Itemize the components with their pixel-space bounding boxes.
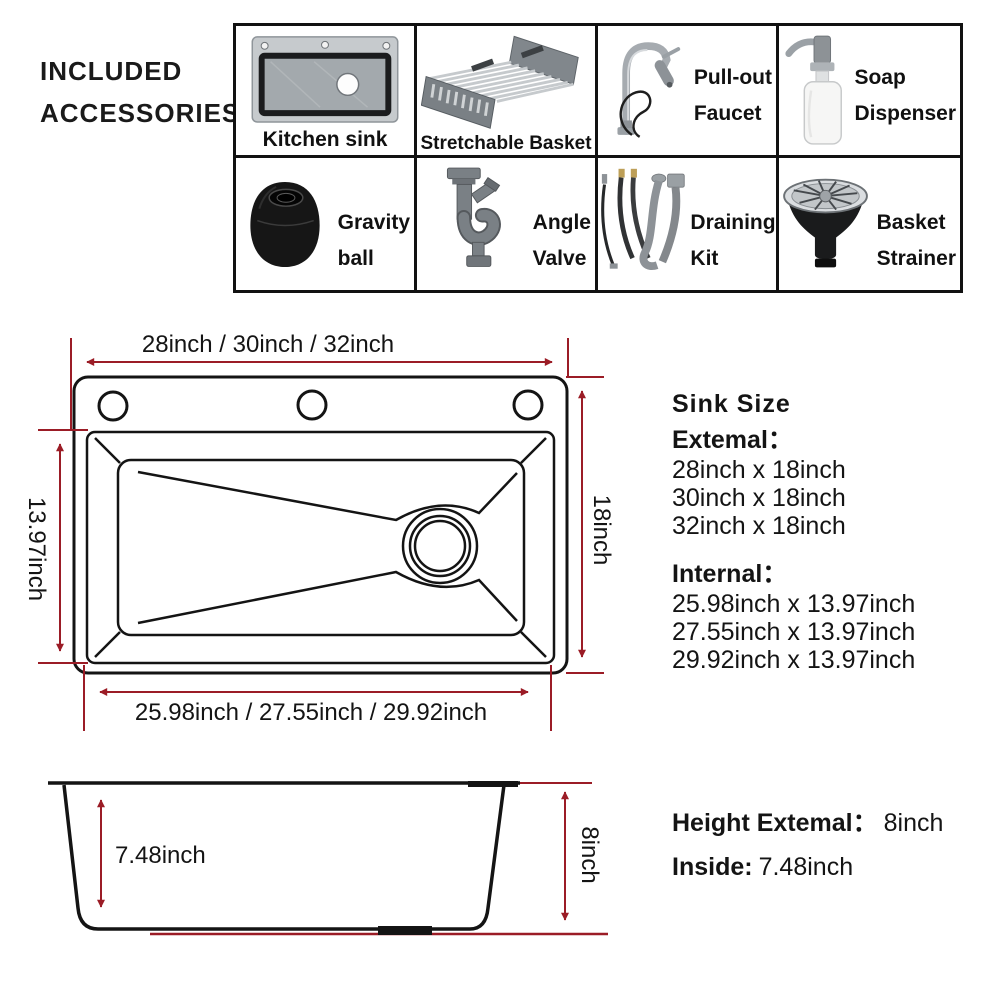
gravity-ball-image-wrap bbox=[236, 177, 334, 271]
accessory-label: Basket Strainer bbox=[877, 205, 960, 277]
pull-out-faucet-image-wrap bbox=[598, 29, 690, 153]
accessory-label-line2: Strainer bbox=[876, 247, 956, 270]
accessory-label: Gravity ball bbox=[338, 205, 414, 277]
height-inside-row: Inside:7.48inch bbox=[672, 852, 943, 882]
accessory-cell-basket-strainer: Basket Strainer bbox=[779, 158, 960, 290]
accessory-label-line1: Pull-out bbox=[693, 65, 772, 89]
height-inside-label: Inside: bbox=[672, 853, 753, 881]
sink-top-view-diagram bbox=[38, 338, 604, 731]
accessories-grid: Kitchen sink bbox=[233, 23, 963, 293]
spacer bbox=[672, 540, 915, 560]
accessory-label: Angle Valve bbox=[533, 205, 595, 277]
accessory-cell-draining-kit: Draining Kit bbox=[598, 158, 779, 290]
soap-dispenser-icon bbox=[785, 35, 842, 145]
external-size-row: 28inch x 18inch bbox=[672, 456, 846, 484]
accessory-label-line2: Kit bbox=[690, 247, 719, 270]
accessory-label: Stretchable Basket bbox=[420, 133, 592, 154]
side-view-inside-height-dimension: 7.48inch bbox=[115, 842, 206, 869]
top-view-width-dimension: 28inch / 30inch / 32inch bbox=[141, 331, 395, 358]
external-size-row: 32inch x 18inch bbox=[672, 512, 846, 540]
kitchen-sink-image-wrap bbox=[236, 26, 414, 128]
accessory-label-line1: Soap bbox=[854, 65, 906, 89]
side-view-external-height-dimension: 8inch bbox=[576, 826, 603, 884]
internal-size-row: 29.92inch x 13.97inch bbox=[672, 646, 916, 674]
height-external-label: Height Extemal： bbox=[672, 809, 878, 837]
accessory-label-line1: Angle bbox=[532, 211, 591, 234]
accessory-cell-stretchable-basket: Stretchable Basket bbox=[417, 26, 598, 158]
accessory-cell-soap-dispenser: Soap Dispenser bbox=[779, 26, 960, 158]
accessory-label-line2: Faucet bbox=[693, 101, 762, 125]
top-view-height-dimension: 18inch bbox=[588, 494, 615, 566]
sink-size-heading: Sink Size bbox=[672, 390, 791, 418]
basket-strainer-icon bbox=[782, 178, 868, 268]
accessory-label: Draining Kit bbox=[690, 205, 776, 277]
top-view-inner-width-dimension: 25.98inch / 27.55inch / 29.92inch bbox=[134, 699, 488, 726]
accessory-label-line2: ball bbox=[337, 247, 374, 270]
accessory-cell-gravity-ball: Gravity ball bbox=[236, 158, 417, 290]
page-title-line1: INCLUDED bbox=[40, 56, 183, 86]
kitchen-sink-icon bbox=[251, 36, 399, 123]
soap-dispenser-image-wrap bbox=[779, 30, 850, 152]
page-title: INCLUDED ACCESSORIES bbox=[40, 50, 240, 134]
draining-kit-image-wrap bbox=[598, 162, 686, 286]
stretchable-basket-image-wrap bbox=[417, 26, 595, 133]
accessory-label-line1: Draining bbox=[690, 211, 776, 234]
height-external-value: 8inch bbox=[883, 809, 944, 837]
accessory-label-line1: Basket bbox=[876, 211, 946, 234]
sink-height-info: Height Extemal：8inch Inside:7.48inch bbox=[672, 808, 943, 896]
internal-size-row: 25.98inch x 13.97inch bbox=[672, 590, 916, 618]
accessory-label: Soap Dispenser bbox=[854, 60, 960, 132]
accessory-cell-pull-out-faucet: Pull-out Faucet bbox=[598, 26, 779, 158]
accessory-cell-kitchen-sink: Kitchen sink bbox=[236, 26, 417, 158]
external-size-row: 30inch x 18inch bbox=[672, 484, 846, 512]
basket-strainer-image-wrap bbox=[779, 172, 873, 276]
gravity-ball-icon bbox=[250, 181, 320, 268]
internal-sizes-heading: Internal： bbox=[672, 560, 788, 588]
page-title-line2: ACCESSORIES bbox=[40, 98, 241, 128]
accessory-label-line2: Dispenser bbox=[854, 101, 956, 125]
pull-out-faucet-icon bbox=[617, 41, 681, 138]
accessory-cell-angle-valve: Angle Valve bbox=[417, 158, 598, 290]
draining-kit-icon bbox=[601, 168, 686, 270]
height-inside-value: 7.48inch bbox=[758, 853, 854, 881]
sink-size-info: Sink Size Extemal： 28inch x 18inch 30inc… bbox=[672, 390, 915, 674]
stretchable-basket-icon bbox=[421, 35, 579, 129]
accessory-label: Kitchen sink bbox=[262, 128, 388, 151]
top-view-inner-height-dimension: 13.97inch bbox=[23, 496, 50, 602]
accessory-label-line1: Gravity bbox=[337, 211, 410, 234]
accessory-label-line2: Valve bbox=[532, 247, 587, 270]
accessory-label: Pull-out Faucet bbox=[694, 60, 776, 132]
internal-size-row: 27.55inch x 13.97inch bbox=[672, 618, 916, 646]
angle-valve-icon bbox=[446, 167, 501, 267]
external-sizes-heading: Extemal： bbox=[672, 426, 793, 454]
angle-valve-image-wrap bbox=[417, 165, 529, 283]
height-external-row: Height Extemal：8inch bbox=[672, 808, 943, 838]
